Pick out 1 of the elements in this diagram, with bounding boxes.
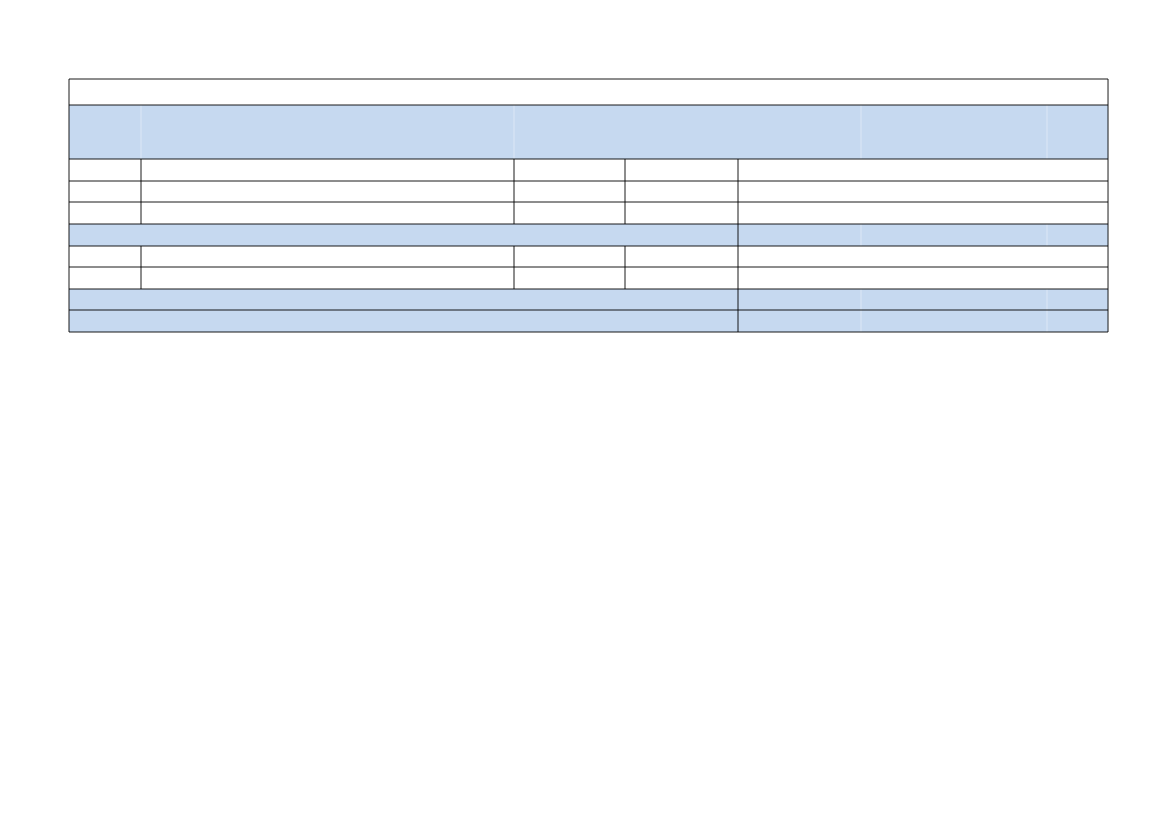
table-drawing (68, 78, 1109, 333)
